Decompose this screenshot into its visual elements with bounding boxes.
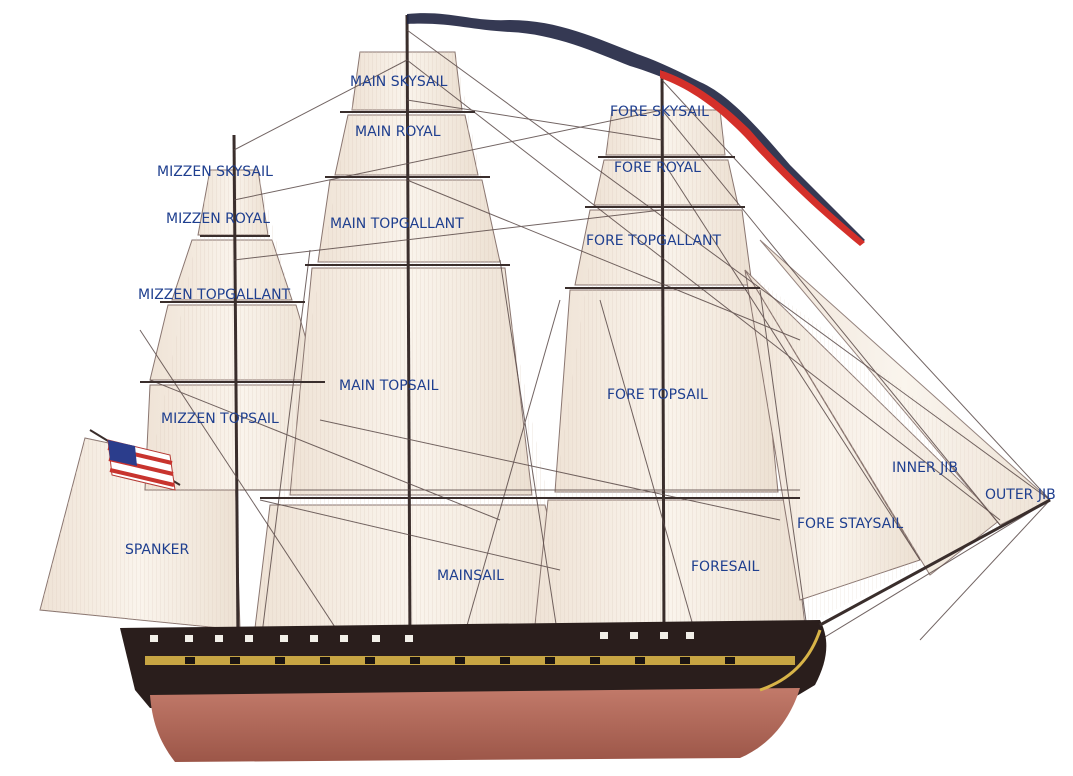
label-outer-jib: OUTER JIB (985, 487, 1056, 503)
label-inner-jib: INNER JIB (892, 460, 958, 476)
label-fore-topgallant: FORE TOPGALLANT (586, 233, 721, 249)
label-main-royal: MAIN ROYAL (355, 124, 441, 140)
label-fore-topsail: FORE TOPSAIL (607, 387, 708, 403)
label-fore-royal: FORE ROYAL (614, 160, 701, 176)
label-fore-skysail: FORE SKYSAIL (610, 104, 709, 120)
label-mainsail: MAINSAIL (437, 568, 504, 584)
label-main-skysail: MAIN SKYSAIL (350, 74, 447, 90)
label-foresail: FORESAIL (691, 559, 759, 575)
label-main-topgallant: MAIN TOPGALLANT (330, 216, 464, 232)
label-spanker: SPANKER (125, 542, 189, 558)
label-mizzen-topgallant: MIZZEN TOPGALLANT (138, 287, 290, 303)
label-mizzen-skysail: MIZZEN SKYSAIL (157, 164, 273, 180)
label-main-topsail: MAIN TOPSAIL (339, 378, 438, 394)
label-mizzen-topsail: MIZZEN TOPSAIL (161, 411, 279, 427)
label-mizzen-royal: MIZZEN ROYAL (166, 211, 270, 227)
label-fore-staysail: FORE STAYSAIL (797, 516, 903, 532)
